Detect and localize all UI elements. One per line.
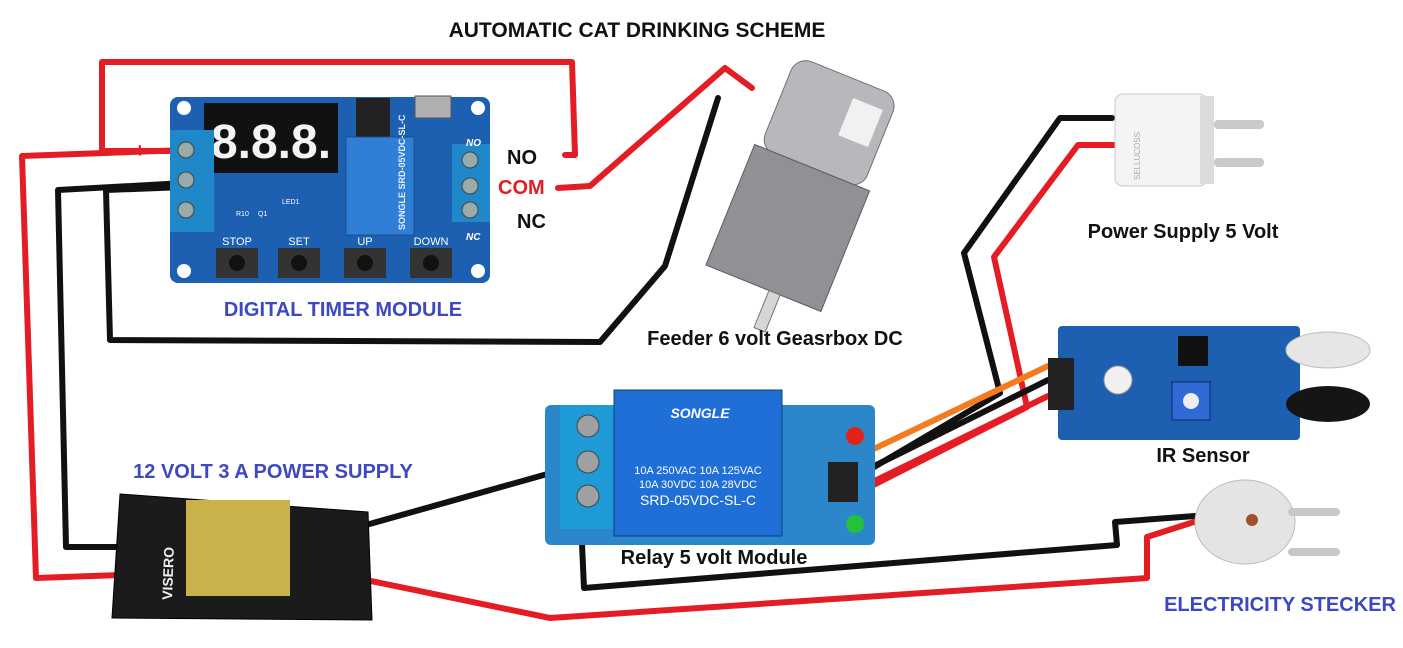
digital-timer-module: 8.8.8. SONGLE SRD-05VDC-SL-C NO NC R10 Q… bbox=[170, 95, 490, 283]
electricity-plug bbox=[1194, 479, 1340, 565]
diagram-title: AUTOMATIC CAT DRINKING SCHEME bbox=[449, 19, 826, 42]
wire-red-supply-to-plug bbox=[363, 517, 1203, 621]
timer-screw bbox=[177, 141, 195, 159]
ir-mount-hole bbox=[1103, 365, 1133, 395]
power-supply-12v: VISERO bbox=[111, 493, 373, 621]
wire-black-timer-to-motor bbox=[103, 95, 721, 345]
timer-relay bbox=[345, 136, 415, 236]
charger-pin bbox=[1214, 120, 1264, 129]
wire-black-timer-minus-to-supply bbox=[55, 180, 188, 550]
wire-red-supply-to-timer-plus bbox=[19, 147, 188, 581]
relay-green-led bbox=[846, 515, 864, 533]
relay-spec-line-3: SRD-05VDC-SL-C bbox=[640, 492, 756, 508]
timer-button-cap bbox=[423, 255, 439, 271]
terminal-com-label: COM bbox=[498, 177, 545, 199]
plug-label: ELECTRICITY STECKER bbox=[1164, 594, 1396, 616]
timer-display-digits: 8.8.8. bbox=[211, 116, 331, 169]
timer-regulator bbox=[356, 98, 390, 138]
timer-relay-text: SONGLE SRD-05VDC-SL-C bbox=[397, 114, 407, 230]
timer-hole bbox=[177, 264, 191, 278]
motor-sticker bbox=[838, 98, 883, 148]
timer-button-label-stop: STOP bbox=[222, 236, 252, 248]
relay-screw bbox=[576, 414, 600, 438]
timer-display bbox=[204, 103, 338, 173]
timer-screw bbox=[177, 201, 195, 219]
timer-button-cap bbox=[229, 255, 245, 271]
relay-box bbox=[613, 389, 783, 537]
plug-pin bbox=[1288, 508, 1340, 516]
charger-side bbox=[1200, 96, 1214, 184]
timer-nc-small-label: NC bbox=[466, 232, 481, 243]
timer-screw bbox=[177, 171, 195, 189]
timer-plus-label: + bbox=[134, 140, 146, 162]
wires bbox=[19, 59, 1203, 621]
plug-body bbox=[1194, 479, 1296, 565]
usb-charger: SELLUCOSS bbox=[1114, 93, 1264, 187]
supply-sticker bbox=[186, 500, 290, 596]
wire-red-ir-vcc bbox=[845, 393, 1051, 497]
relay-spec-line-2: 10A 30VDC 10A 28VDC bbox=[639, 479, 757, 491]
relay-red-led bbox=[846, 427, 864, 445]
ir-sensor-module bbox=[1048, 326, 1371, 440]
plug-pin bbox=[1288, 548, 1340, 556]
timer-button-label-set: SET bbox=[288, 236, 310, 248]
supply-label: 12 VOLT 3 A POWER SUPPLY bbox=[133, 461, 413, 483]
wire-black-relay-to-plug bbox=[577, 497, 1198, 591]
timer-button-cap bbox=[291, 255, 307, 271]
timer-q1-label: Q1 bbox=[258, 211, 267, 218]
timer-buttons bbox=[216, 248, 452, 278]
timer-led1-label: LED1 bbox=[282, 199, 300, 206]
wire-red-com-to-motor bbox=[555, 65, 755, 191]
timer-screw bbox=[461, 177, 479, 195]
timer-button-label-up: UP bbox=[357, 236, 372, 248]
relay-brand: SONGLE bbox=[670, 405, 730, 421]
charger-body bbox=[1114, 93, 1208, 187]
timer-minus-label: - bbox=[142, 173, 149, 195]
supply-brand: VISERO bbox=[159, 547, 177, 601]
timer-no-small-label: NO bbox=[466, 138, 481, 149]
timer-usb-port bbox=[414, 95, 452, 119]
timer-module-label: DIGITAL TIMER MODULE bbox=[224, 299, 462, 321]
motor-shaft bbox=[753, 289, 781, 333]
relay-module-label: Relay 5 volt Module bbox=[621, 547, 808, 569]
relay-module: SONGLE 10A 250VAC 10A 125VAC 10A 30VDC 1… bbox=[545, 389, 875, 545]
relay-header bbox=[828, 462, 858, 502]
timer-hole bbox=[471, 264, 485, 278]
ir-sensor-label: IR Sensor bbox=[1156, 445, 1250, 467]
timer-hole bbox=[471, 101, 485, 115]
plug-screw bbox=[1246, 514, 1258, 526]
ir-header bbox=[1048, 358, 1074, 410]
terminal-no-label: NO bbox=[507, 147, 537, 169]
ir-led-receiver bbox=[1286, 386, 1370, 422]
charger-label: Power Supply 5 Volt bbox=[1088, 221, 1279, 243]
ir-led-emitter bbox=[1285, 331, 1371, 369]
motor-label: Feeder 6 volt Geasrbox DC bbox=[647, 328, 903, 350]
charger-pin bbox=[1214, 158, 1264, 167]
relay-screw bbox=[576, 450, 600, 474]
timer-screw bbox=[461, 201, 479, 219]
motor-gearbox bbox=[705, 143, 871, 313]
gearbox-motor bbox=[705, 60, 895, 333]
timer-r10-label: R10 bbox=[236, 211, 249, 218]
relay-screw bbox=[576, 484, 600, 508]
charger-brand: SELLUCOSS bbox=[1133, 132, 1142, 180]
timer-screw bbox=[461, 151, 479, 169]
relay-spec-line-1: 10A 250VAC 10A 125VAC bbox=[634, 465, 761, 477]
timer-hole bbox=[177, 101, 191, 115]
timer-button-label-down: DOWN bbox=[414, 236, 449, 248]
timer-button-cap bbox=[357, 255, 373, 271]
ir-pot-knob bbox=[1183, 393, 1199, 409]
wire-black-charger-to-ir bbox=[837, 115, 1115, 490]
terminal-nc-label: NC bbox=[517, 211, 546, 233]
ir-chip bbox=[1178, 336, 1208, 366]
